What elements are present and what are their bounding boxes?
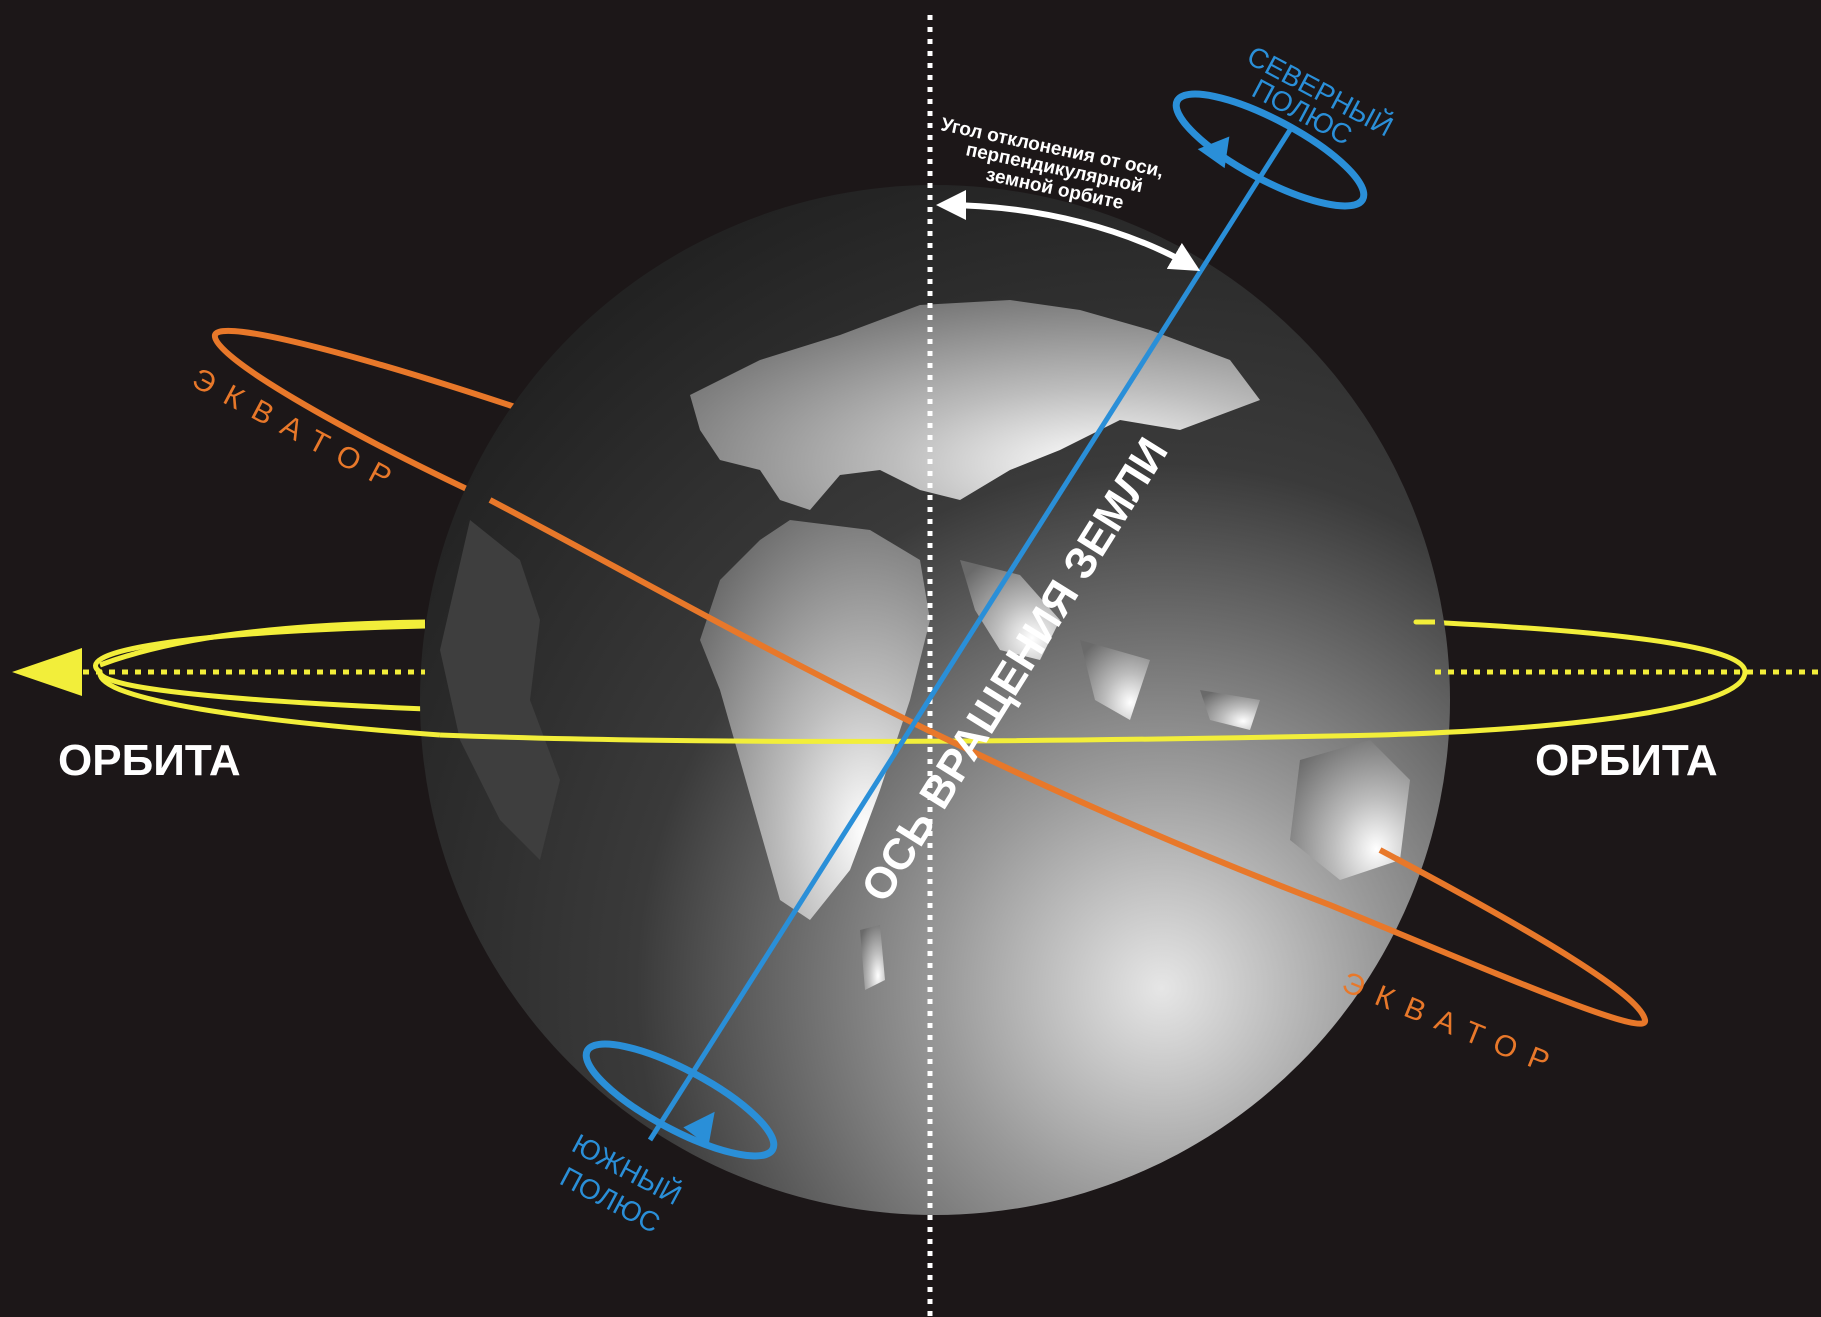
equator-ring-back: [211, 327, 531, 503]
orbit-ring-front: [97, 619, 1748, 744]
orbit-arrow-icon: [12, 648, 1821, 696]
rotation-ring-icon: [582, 90, 1368, 1160]
equator-ring-front: [488, 497, 1648, 1027]
orbit-label-left: ОРБИТА: [58, 736, 241, 785]
earth-globe-icon: [420, 185, 1450, 1215]
rotation-axis-line: [647, 128, 1293, 1142]
double-arrow-icon: [936, 190, 1201, 272]
orbit-label-right: ОРБИТА: [1535, 736, 1718, 785]
